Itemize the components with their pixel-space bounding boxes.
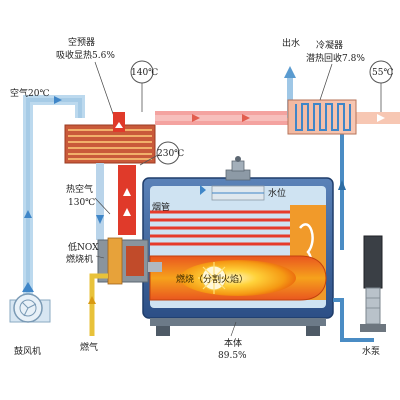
smoke-tubes — [150, 210, 290, 246]
down-arrow-icon — [96, 215, 104, 224]
water-level-label: 水位 — [268, 187, 286, 199]
hot-air-duct — [96, 163, 104, 240]
right-arrow-icon — [242, 114, 250, 122]
up-arrow-icon — [24, 210, 32, 218]
burner-leader-line — [95, 255, 105, 259]
up-arrow-icon — [123, 188, 131, 196]
condenser-leader-line — [319, 63, 333, 101]
burner-label: 低NOX — [68, 241, 99, 253]
gauge-140: 140℃ — [130, 60, 158, 112]
water-outlet-label: 出水 — [282, 37, 300, 49]
burner — [97, 237, 162, 285]
boiler-base — [150, 318, 326, 336]
gauge-230-label: 230℃ — [157, 149, 184, 159]
gauge-55: 55℃ — [369, 60, 394, 112]
pump-label: 水泵 — [362, 345, 380, 357]
cold-air-duct — [23, 95, 85, 300]
gas-pipe — [88, 273, 108, 336]
fan-label: 鼓风机 — [14, 345, 41, 357]
preheater-heat-label: 吸收显热5.6% — [56, 49, 115, 61]
up-arrow-icon — [338, 180, 346, 190]
right-arrow-icon — [54, 96, 62, 104]
gauge-140-label: 140℃ — [131, 68, 158, 78]
flue-tube-label: 烟管 — [152, 201, 170, 213]
condenser-recovery-label: 潜热回收7.8% — [306, 52, 365, 64]
up-arrow-icon — [123, 208, 131, 216]
right-arrow-icon — [192, 114, 200, 122]
hot-air-temp-label: 130℃ — [68, 198, 95, 208]
preheater-label: 空预器 — [68, 36, 95, 48]
up-arrow-icon — [22, 282, 34, 292]
water-pump — [360, 235, 386, 332]
burner-model-label: 燃烧机 — [66, 253, 93, 265]
gas-label: 燃气 — [80, 341, 98, 353]
gauge-230: 230℃ — [139, 141, 184, 166]
right-arrow-icon — [377, 114, 385, 122]
body-efficiency-label: 89.5% — [218, 351, 247, 361]
up-arrow-icon — [115, 122, 123, 128]
air-inlet-label: 空气20℃ — [10, 87, 50, 99]
body-label: 本体 — [224, 337, 242, 349]
condenser — [287, 99, 357, 135]
flue-gas-path — [113, 111, 400, 235]
water-level-arrow-icon — [200, 185, 206, 195]
air-preheater — [64, 124, 156, 164]
condenser-label: 冷凝器 — [316, 39, 343, 51]
combustion-label: 燃烧（分割火焰） — [176, 273, 248, 285]
gauge-55-label: 55℃ — [372, 68, 394, 78]
hot-air-label: 热空气 — [66, 183, 93, 195]
boiler-body — [142, 156, 334, 319]
hot-air-leader-line — [94, 197, 111, 215]
up-arrow-icon — [88, 296, 96, 304]
body-leader-line — [230, 321, 237, 337]
blower-fan — [9, 282, 51, 323]
up-arrow-icon — [284, 66, 296, 78]
